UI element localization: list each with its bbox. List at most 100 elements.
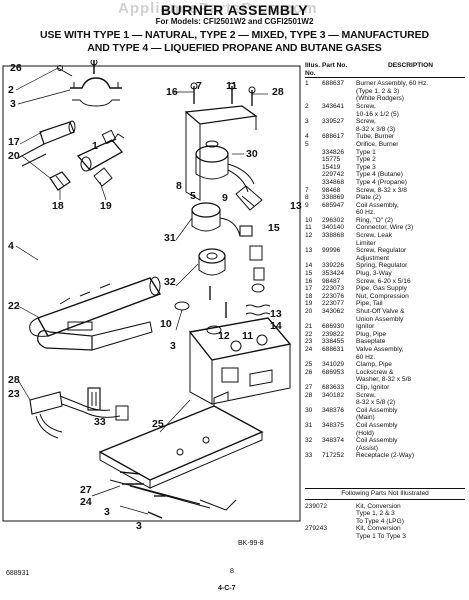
callout-21: 22: [8, 300, 20, 312]
table-row: To Type 4 (LPG): [305, 518, 465, 526]
illus-no: [305, 126, 322, 134]
description: To Type 4 (LPG): [356, 517, 404, 525]
callout-25: 26: [10, 62, 22, 74]
table-row: 8-32 x 3/8 (3): [305, 126, 465, 134]
illus-no: [305, 95, 322, 103]
description: Type 1: [356, 148, 376, 156]
part-no: 339226: [322, 262, 345, 270]
callout-23: 24: [80, 496, 92, 508]
table-row: Type 1 To Type 3: [305, 533, 465, 541]
illus-no: 32: [305, 437, 313, 445]
description: Type 4 (Propane): [356, 178, 407, 186]
callout-2: 2: [8, 84, 14, 96]
illus-no: 25: [305, 361, 313, 369]
description: Type 3: [356, 163, 376, 171]
part-no: 717252: [322, 452, 345, 460]
part-no: 99996: [322, 247, 341, 255]
description: 8-32 x 5/8 (2): [356, 399, 396, 407]
part-no: 339527: [322, 118, 345, 126]
illus-no: 5: [305, 140, 309, 148]
wire-connectors: [235, 185, 265, 281]
callout-33: 33: [94, 416, 106, 428]
description: Valve Assembly,: [356, 345, 404, 353]
table-row: Union Assembly: [305, 316, 465, 324]
description: (Main): [356, 414, 375, 422]
description: Type 4 (Butane): [356, 171, 403, 179]
coil-assembly-hold: [191, 202, 241, 237]
illus-no: [305, 354, 322, 362]
not-illustrated-heading: Following Parts Not Illustrated: [305, 488, 465, 500]
description: Lockscrew &: [356, 368, 394, 376]
part-no: [322, 88, 356, 96]
callout-1: 1: [92, 140, 98, 152]
callout-11-top: 11: [226, 80, 238, 92]
illus-no: 13: [305, 247, 313, 255]
description: Orifice, Burner: [356, 140, 399, 148]
part-no: [322, 376, 356, 384]
illus-no: [305, 179, 322, 187]
col-illus-no: Illus. No.: [305, 62, 321, 77]
callout-9: 9: [222, 192, 228, 204]
document-number: 688931: [6, 570, 30, 577]
illus-no: [305, 156, 322, 164]
description: Ring, "O" (2): [356, 216, 393, 224]
coil-assembly-assist: [198, 248, 226, 276]
callout-5: 5: [190, 190, 196, 202]
illus-no: 15: [305, 270, 313, 278]
page-title: BURNER ASSEMBLY: [160, 2, 309, 18]
part-no: [322, 111, 356, 119]
part-no: [322, 209, 356, 217]
description: Shut-Off Valve &: [356, 308, 405, 315]
part-no: [322, 316, 356, 324]
illus-no: 4: [305, 133, 309, 141]
illus-no: [305, 111, 322, 119]
description: 10-16 x 1/2 (5): [356, 110, 399, 118]
table-row: Type 1, 2 & 3: [305, 510, 465, 518]
description: Union Assembly: [356, 315, 404, 323]
part-no: 341029: [322, 361, 345, 369]
description: Screw,: [356, 118, 376, 126]
gas-types-line-1: USE WITH TYPE 1 — NATURAL, TYPE 2 — MIXE…: [40, 29, 429, 41]
part-no: 340182: [322, 391, 345, 399]
table-row: (Assist): [305, 445, 465, 453]
callout-13: 13: [270, 308, 282, 320]
description: (Hold): [356, 429, 374, 437]
description: 8-32 x 3/8 (3): [356, 125, 396, 133]
part-no: 338869: [322, 194, 345, 202]
part-no: [305, 518, 356, 526]
description: Coil Assembly: [356, 406, 398, 414]
description: Ignitor: [356, 323, 375, 331]
callout-3-bottom: 3: [104, 506, 110, 518]
part-no: 348375: [322, 421, 345, 429]
callout-15: 15: [268, 222, 280, 234]
illus-no: 11: [305, 224, 312, 232]
illus-no: 18: [305, 292, 313, 300]
pipe-clamp: [70, 77, 122, 107]
illus-no: 27: [305, 383, 313, 391]
col-part-no: Part No.: [322, 62, 348, 69]
illus-no: 12: [305, 232, 313, 240]
table-row: 5 Orifice, Burner: [305, 141, 465, 149]
table-row: Limiter: [305, 240, 465, 248]
